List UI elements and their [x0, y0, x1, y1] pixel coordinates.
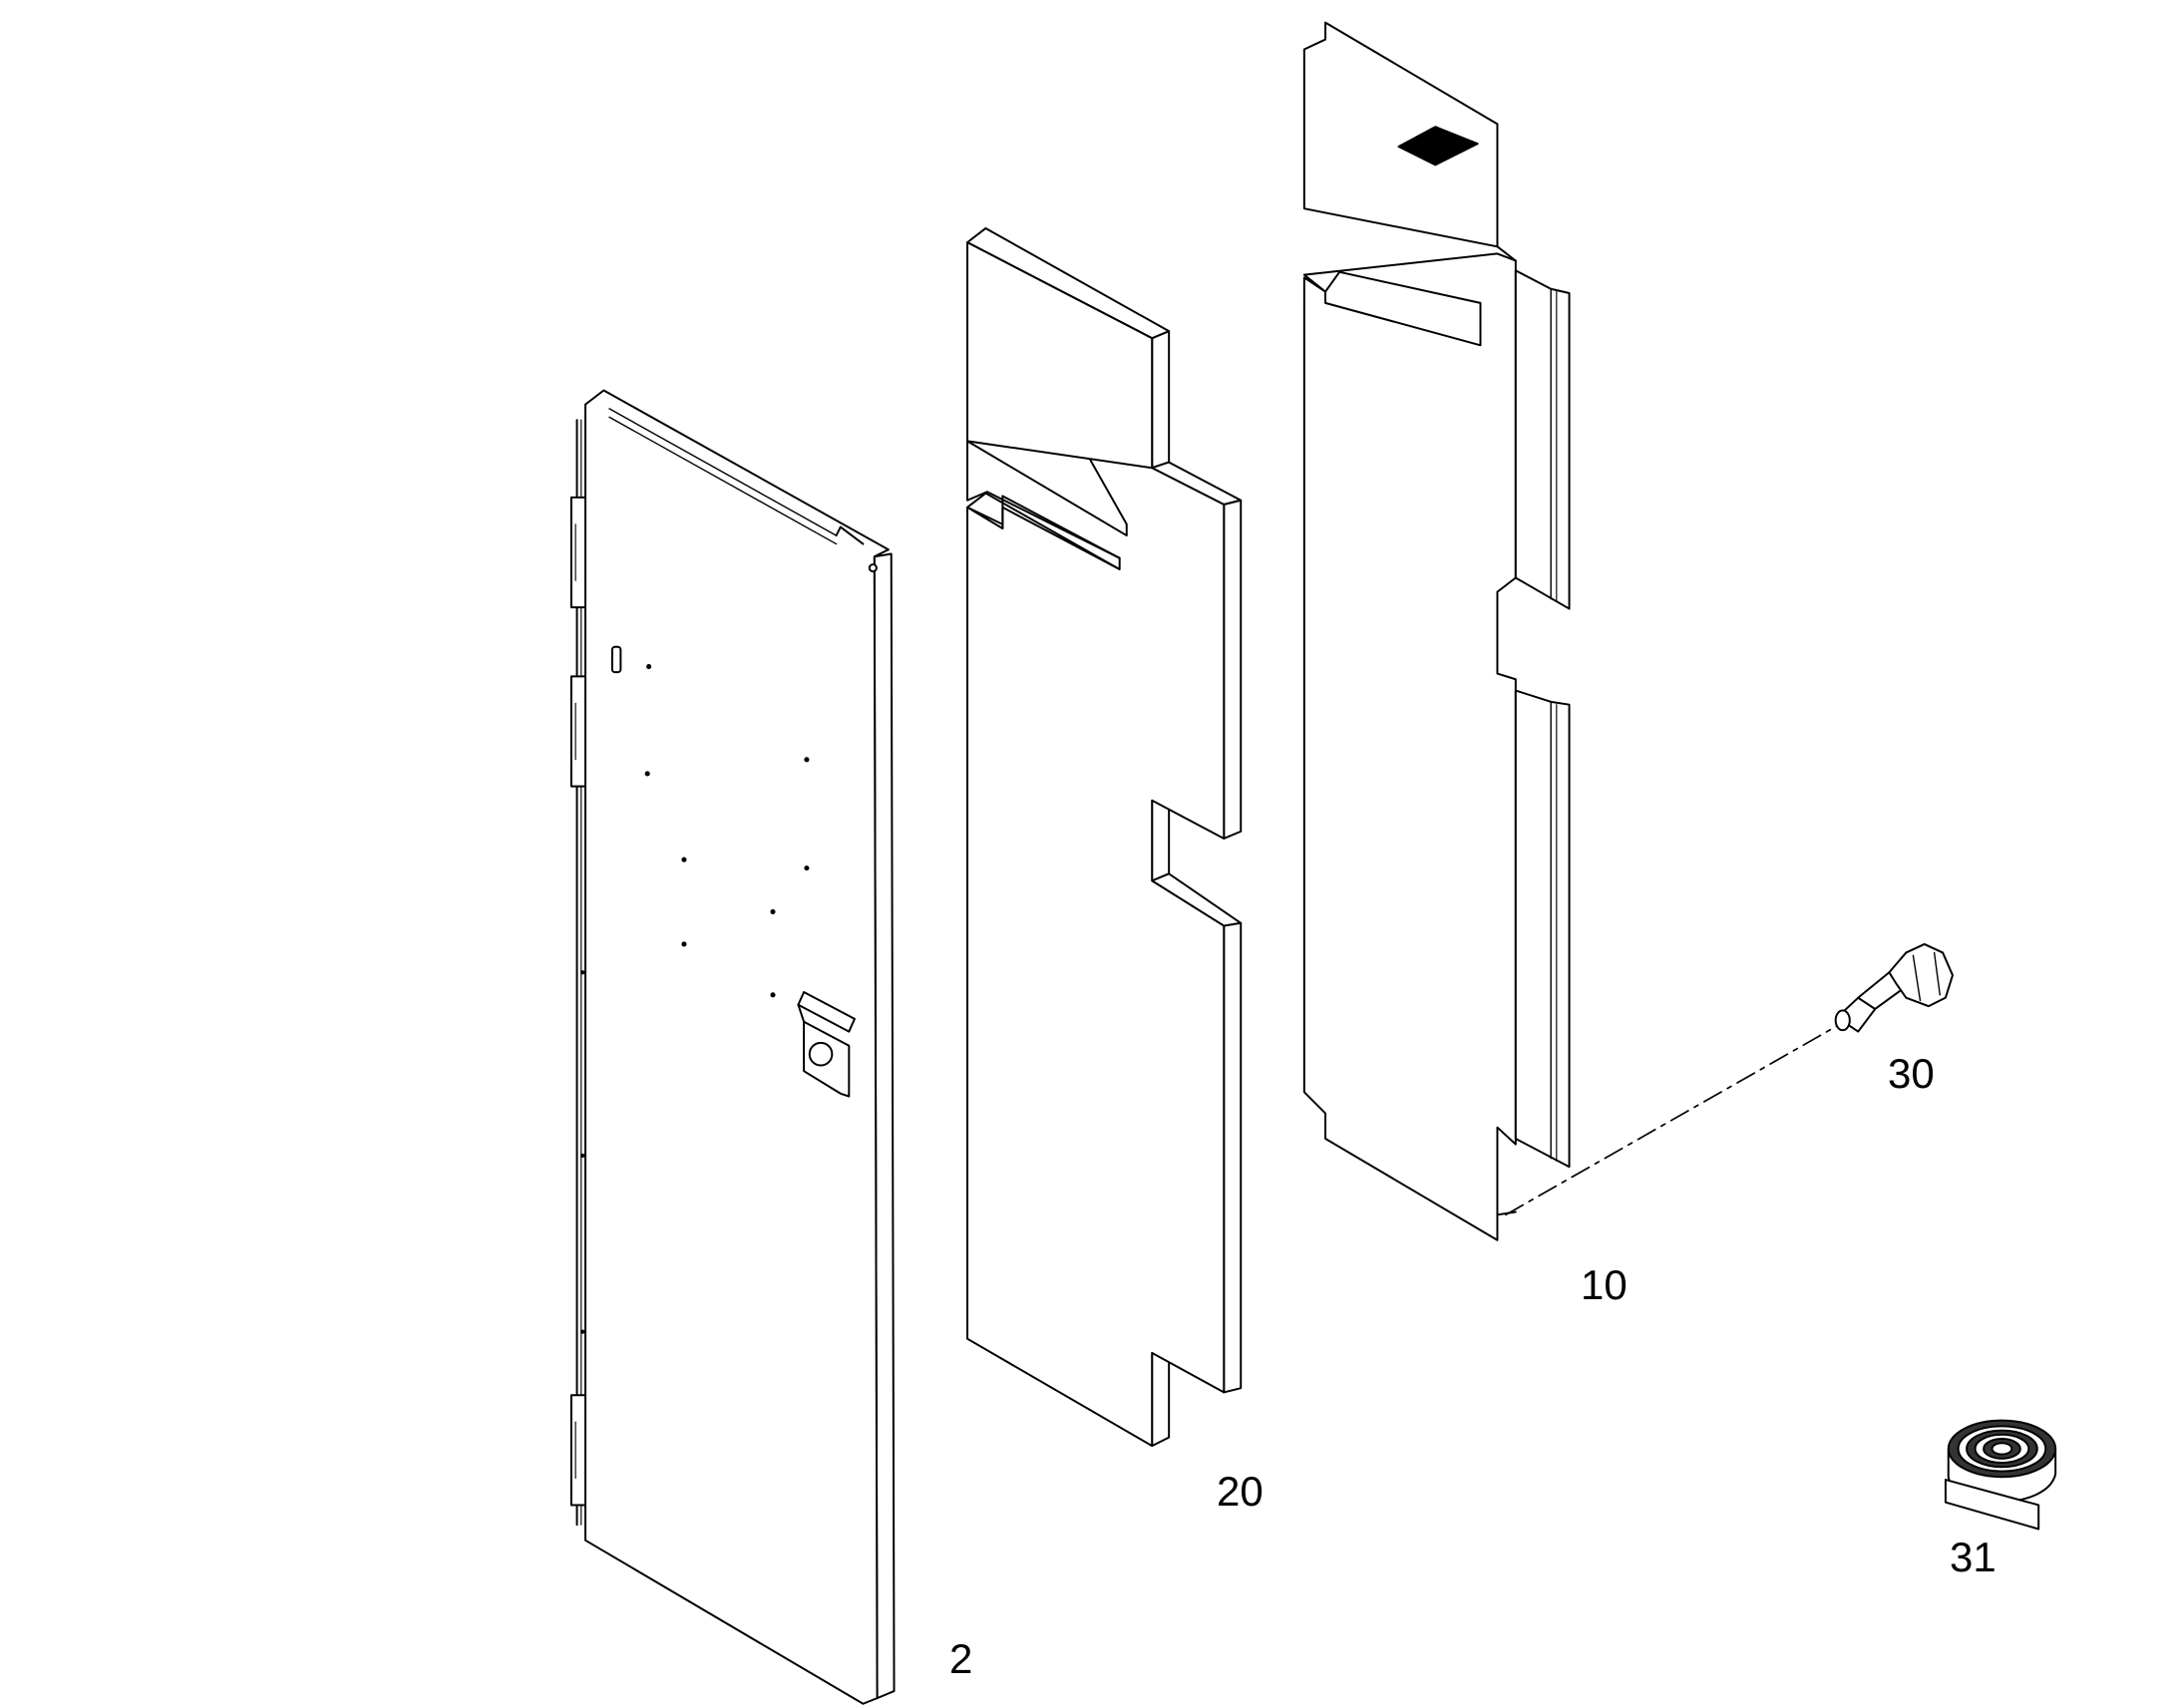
label-square-icon	[1397, 126, 1479, 167]
label-tape: 31	[1950, 1534, 1997, 1580]
hinge-icon	[569, 675, 587, 788]
panel-part	[1302, 21, 1571, 1241]
latch-icon	[797, 991, 856, 1098]
door-part	[569, 389, 896, 1705]
insulation-part	[966, 226, 1243, 1448]
label-panel: 10	[1581, 1261, 1628, 1308]
hinge-icon	[569, 1394, 587, 1507]
label-bolt: 30	[1888, 1050, 1935, 1097]
hinge-icon	[569, 496, 587, 609]
label-door: 2	[949, 1635, 973, 1682]
tape-roll-part	[1944, 1419, 2057, 1531]
bolt-part	[1834, 942, 1954, 1033]
label-insulation: 20	[1217, 1468, 1264, 1515]
assembly-leader-line	[1505, 1025, 1838, 1216]
